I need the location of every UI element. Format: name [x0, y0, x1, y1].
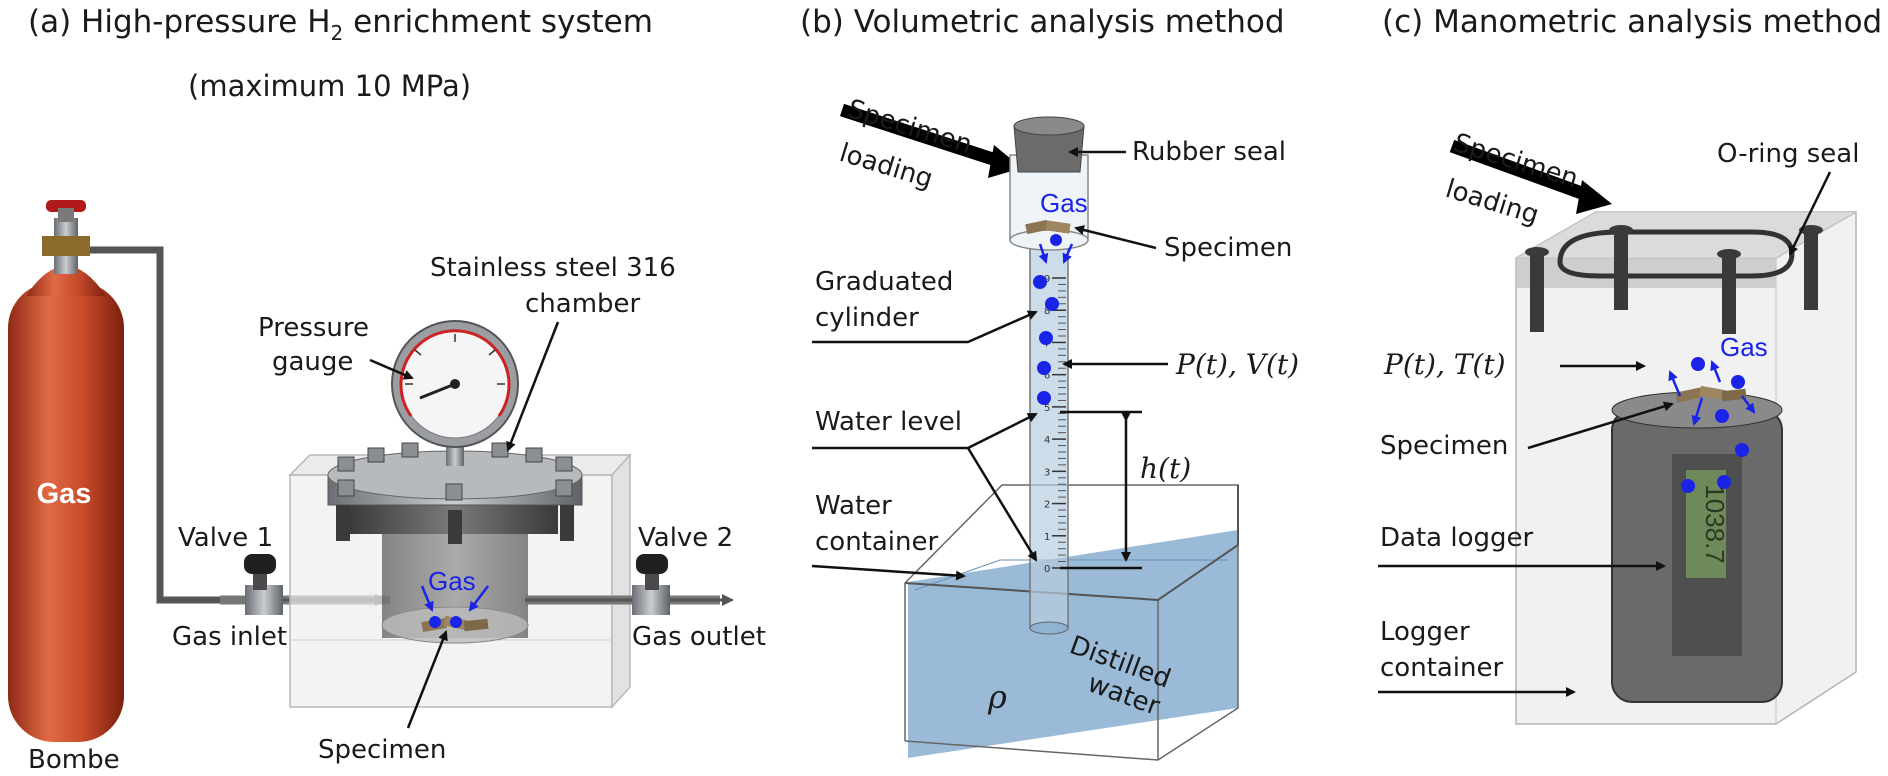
gas-label-c: Gas: [1720, 332, 1768, 362]
valve-2: [632, 554, 670, 615]
cylinder-label: Gas: [37, 478, 92, 510]
loading-arrow-c: [1576, 180, 1612, 214]
specimen-b: [1025, 219, 1071, 235]
scale-label: 9: [1044, 274, 1050, 285]
logger-display: 1038.7: [1700, 484, 1730, 564]
specimen-label-c: Specimen: [1380, 431, 1508, 461]
panel-a-subtitle: (maximum 10 MPa): [188, 69, 471, 103]
water-container-label: Water: [815, 491, 892, 521]
logger-container-label: Logger: [1380, 617, 1470, 647]
graduated-label: Graduated: [815, 267, 953, 297]
data-logger-label: Data logger: [1380, 523, 1533, 553]
gas-cylinder: Gas: [8, 200, 124, 742]
gas-bubble: [1039, 331, 1053, 345]
valve-2-label: Valve 2: [638, 523, 733, 553]
data-logger: 1038.7: [1611, 391, 1783, 703]
panel-a-title: (a) High-pressure H2 enrichment system: [28, 4, 653, 45]
specimen-label-a: Specimen: [318, 735, 446, 765]
panel-c-title: (c) Manometric analysis method: [1382, 4, 1882, 40]
scale-label: 3: [1044, 467, 1050, 478]
specimen-c: [1675, 385, 1747, 403]
panel-b: (b) Volumetric analysis method Specimen …: [800, 4, 1299, 761]
scale-label: 1: [1044, 532, 1050, 543]
gas-bubble: [1715, 409, 1729, 423]
pressure-gauge-label: Pressure: [258, 313, 369, 343]
gas-bubble: [1050, 234, 1062, 246]
gas-bubble: [1045, 297, 1059, 311]
rubber-seal-label: Rubber seal: [1132, 137, 1286, 167]
gas-outlet-label: Gas outlet: [632, 622, 766, 652]
gas-bubble: [450, 616, 462, 628]
graduated-label-2: cylinder: [815, 303, 919, 333]
oring-label: O-ring seal: [1717, 139, 1859, 169]
panel-a: (a) High-pressure H2 enrichment system (…: [8, 4, 766, 775]
gas-inlet-label: Gas inlet: [172, 622, 287, 652]
panel-b-title: (b) Volumetric analysis method: [800, 4, 1285, 40]
scale-label: 0: [1044, 564, 1050, 575]
loading-label-c-2: loading: [1442, 174, 1542, 231]
water-level-label: Water level: [815, 407, 962, 437]
gas-bubble: [429, 616, 441, 628]
water-container-label-2: container: [815, 527, 939, 557]
rho-label: ρ: [987, 678, 1007, 716]
gas-bubble: [1033, 275, 1047, 289]
chamber-label-2: chamber: [525, 289, 641, 319]
gas-bubble: [1731, 375, 1745, 389]
specimen-label-b: Specimen: [1164, 233, 1292, 263]
scale-label: 5: [1044, 403, 1050, 414]
scale-label: 6: [1044, 371, 1050, 382]
loading-label-b-2: loading: [836, 138, 936, 195]
gas-bubble: [1681, 479, 1695, 493]
scale-label: 4: [1044, 435, 1050, 446]
panel-c: (c) Manometric analysis method Specimen …: [1378, 4, 1882, 725]
gas-bubble: [1717, 475, 1731, 489]
gas-line: [90, 246, 220, 604]
gas-label-a: Gas: [428, 566, 476, 596]
gas-bubble: [1037, 361, 1051, 375]
pt-label: P(t), T(t): [1383, 348, 1506, 381]
logger-container-label-2: container: [1380, 653, 1504, 683]
scale-label: 2: [1044, 500, 1050, 511]
h-label: h(t): [1140, 452, 1191, 485]
valve-1-label: Valve 1: [178, 523, 273, 553]
scale-label: 8: [1044, 306, 1050, 317]
valve-1: [244, 554, 283, 615]
gas-label-b: Gas: [1040, 188, 1088, 218]
pv-label: P(t), V(t): [1175, 348, 1299, 381]
water-container: [904, 484, 1239, 761]
chamber-label: Stainless steel 316: [430, 253, 676, 283]
pressure-gauge: [391, 320, 519, 466]
gas-bubble: [1037, 391, 1051, 405]
gas-bubble: [1735, 443, 1749, 457]
pressure-gauge-label-2: gauge: [272, 347, 353, 377]
gas-bubble: [1691, 357, 1705, 371]
bombe-label: Bombe: [28, 745, 120, 775]
